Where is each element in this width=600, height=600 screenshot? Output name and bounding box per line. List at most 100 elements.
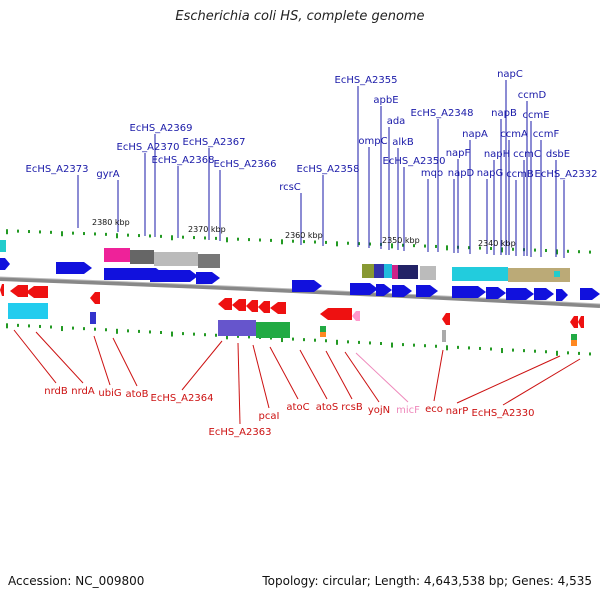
reverse-gene-label: atoB [125,389,148,400]
tick-mark [50,325,52,329]
forward-gene-label: EcHS_A2348 [411,108,474,119]
forward-gene-arrow [104,268,164,280]
tick-mark [281,337,283,343]
tick-mark [105,232,107,236]
forward-gene-label: EcHS_A2368 [152,155,215,166]
tick-mark [435,244,437,248]
reverse-leader-line [237,342,241,425]
forward-gene-label: apbE [373,95,398,106]
reverse-gene-arrow [26,286,48,298]
tick-mark [149,330,151,334]
tick-mark [446,345,448,351]
forward-gene-label: ada [387,116,406,127]
reverse-gene-arrow [442,313,450,325]
reverse-leader-line [456,355,561,404]
reverse-gene-label: nrdA [71,386,95,397]
tick-mark [28,230,30,234]
protein-domain-box [362,264,374,278]
tick-mark [468,246,470,250]
tick-mark [380,342,382,345]
tick-mark [72,231,74,235]
protein-domain-box [90,312,96,324]
tick-mark [501,348,503,354]
reverse-leader-line [181,340,223,391]
tick-mark [28,324,30,328]
tick-mark [171,235,173,241]
reverse-gene-arrow [90,292,100,304]
protein-domain-box [320,332,326,337]
tick-mark [391,342,393,348]
reverse-leader-line [344,351,380,403]
protein-domain-box [508,268,570,282]
forward-gene-arrow [452,286,486,298]
tick-mark [413,343,415,347]
tick-mark [512,247,514,251]
tick-mark [292,337,294,341]
reverse-leader-line [433,349,444,402]
forward-gene-label: napB [491,108,517,119]
protein-domain-box [218,320,256,336]
leader-layer [13,80,581,425]
forward-gene-arrow [506,288,534,300]
forward-gene-label: ccmB [506,169,534,180]
tick-mark [61,326,63,332]
reverse-gene-arrow [270,302,286,314]
tick-mark [567,249,569,253]
tick-mark [325,240,327,244]
tick-mark [578,250,580,254]
forward-gene-arrow [392,285,412,297]
map-title: Escherichia coli HS, complete genome [175,9,425,24]
tick-mark [413,244,415,248]
tick-mark [424,244,426,248]
tick-mark [534,248,536,252]
reverse-gene-label: micF [396,405,420,416]
tick-mark [39,230,41,234]
forward-gene-arrow [150,270,198,282]
reverse-leader-line [325,350,353,400]
tick-mark [556,350,558,356]
forward-gene-label: mqo [421,168,443,179]
reverse-leader-line [35,331,84,384]
tick-mark [17,229,19,233]
protein-domain-box [374,264,384,278]
forward-gene-label: napG [477,168,504,179]
tick-mark [435,344,437,348]
protein-domain-box [256,322,290,338]
tick-mark [215,236,217,240]
tick-mark [94,232,96,236]
reverse-gene-arrow [570,316,578,328]
tick-mark [303,240,305,244]
kbp-label: 2340 kbp [478,239,516,248]
reverse-gene-arrow [578,316,584,328]
tick-mark [116,328,118,334]
forward-gene-arrow [292,280,322,292]
forward-gene-label: EcHS_A2367 [183,137,246,148]
forward-gene-label: ccmF [533,129,560,140]
tick-mark [347,241,349,245]
forward-gene-arrow [196,272,220,284]
tick-mark [105,328,107,332]
reverse-leader-line [299,349,328,400]
reverse-gene-label: EcHS_A2364 [151,393,214,404]
forward-gene-arrow [56,262,92,274]
forward-gene-label: ccmE [522,110,549,121]
forward-gene-label: gyrA [96,169,119,180]
tick-mark [479,246,481,250]
protein-domain-box [384,264,392,278]
tick-mark [545,248,547,252]
forward-gene-label: napA [462,129,488,140]
tick-mark [281,239,283,245]
tick-mark [72,326,74,330]
tick-mark [545,350,547,354]
reverse-gene-label: EcHS_A2330 [472,408,535,419]
protein-domain-box [104,248,130,262]
tick-mark [270,238,272,242]
tick-mark [138,234,140,238]
tick-mark [83,232,85,236]
tick-mark [6,229,8,235]
tick-mark [512,348,514,352]
forward-gene-label: EcHS_A2366 [214,159,277,170]
reverse-gene-label: nrdB [44,386,68,397]
tick-mark [314,338,316,342]
tick-mark [578,351,580,355]
